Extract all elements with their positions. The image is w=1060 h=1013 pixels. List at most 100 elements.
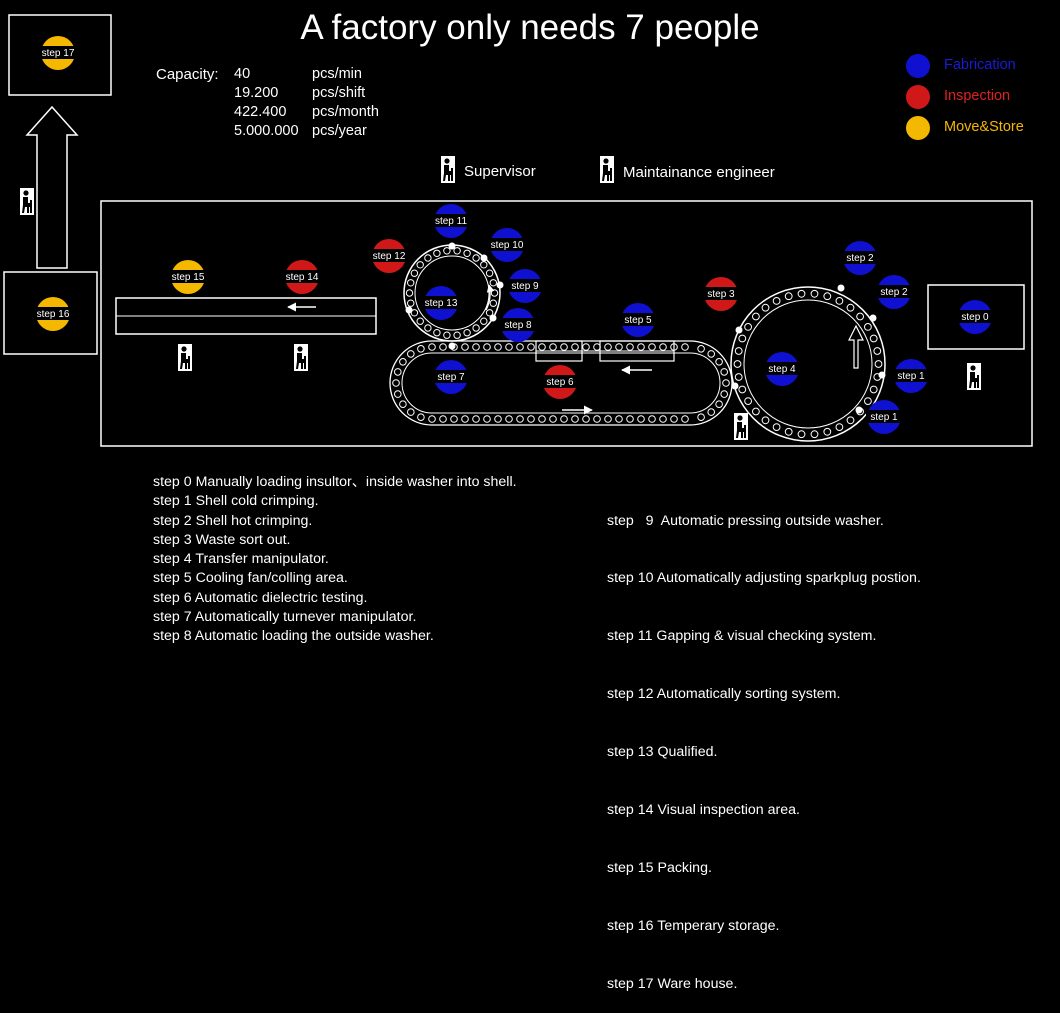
- conveyor-hole: [549, 415, 557, 423]
- conveyor-hole: [407, 350, 415, 358]
- conveyor-hole: [560, 415, 568, 423]
- supervisor-label: Supervisor: [464, 163, 536, 180]
- step-description: step 10 Automatically adjusting sparkplu…: [607, 570, 921, 587]
- conveyor-hole: [571, 343, 579, 351]
- step-2-badge: step 2: [876, 275, 912, 309]
- step-label: step 2: [880, 287, 908, 298]
- conveyor-hole: [626, 343, 634, 351]
- step-description: step 14 Visual inspection area.: [607, 802, 800, 819]
- conveyor-hole: [637, 415, 645, 423]
- conveyor-hole: [443, 331, 451, 339]
- step-1-badge: step 1: [866, 400, 902, 434]
- step-label: step 3: [707, 289, 735, 300]
- conveyor-hole: [823, 427, 832, 436]
- step-label: step 13: [425, 298, 458, 309]
- conveyor-hole: [761, 416, 770, 425]
- step-15-badge: step 15: [170, 260, 206, 294]
- conveyor-hole: [527, 343, 535, 351]
- step-descriptions-left: step 0 Manually loading insultor、inside …: [153, 473, 517, 647]
- step-label: step 9: [511, 281, 539, 292]
- conveyor-hole: [538, 415, 546, 423]
- conveyor-hole: [707, 350, 716, 358]
- worker-icon: [178, 344, 192, 371]
- conveyor-hole: [410, 309, 419, 317]
- step-10-badge: step 10: [489, 228, 525, 262]
- step-descriptions-right: step 9 Automatic pressing outside washer…: [607, 473, 921, 1013]
- legend-move-store-label: Move&Store: [944, 119, 1024, 135]
- conveyor-hole: [797, 289, 806, 298]
- capacity-value: 40: [234, 66, 251, 82]
- conveyor-hole: [394, 368, 402, 376]
- legend-fabrication-label: Fabrication: [944, 57, 1016, 73]
- conveyor-hole: [784, 427, 793, 436]
- capacity-label: Capacity:: [156, 66, 219, 83]
- conveyor-hole: [784, 292, 793, 301]
- conveyor-hole: [428, 415, 436, 423]
- conveyor-hole: [864, 323, 872, 331]
- conveyor-hole: [439, 343, 447, 351]
- step-3-badge: step 3: [703, 277, 739, 311]
- conveyor-hole: [494, 343, 502, 351]
- step-6-badge: step 6: [542, 365, 578, 399]
- step-description: step 4 Transfer manipulator.: [153, 551, 329, 568]
- conveyor-hole: [424, 254, 432, 262]
- conveyor-hole: [707, 408, 716, 416]
- conveyor-hole: [772, 423, 781, 432]
- conveyor-hole: [407, 299, 415, 307]
- step-description: step 0 Manually loading insultor、inside …: [153, 474, 517, 490]
- conveyor-hole: [856, 312, 864, 321]
- conveyor-hole: [593, 343, 601, 351]
- page-title: A factory only needs 7 people: [300, 8, 760, 47]
- up-arrow-icon: [25, 105, 79, 269]
- capacity-value: 422.400: [234, 104, 287, 120]
- worker-icon: [294, 344, 308, 371]
- capacity-value: 19.200: [234, 85, 279, 101]
- step-label: step 4: [768, 364, 796, 375]
- conveyor-hole: [752, 407, 760, 416]
- conveyor-hole: [582, 343, 590, 351]
- step-description: step 5 Cooling fan/colling area.: [153, 570, 348, 587]
- legend-inspection-label: Inspection: [944, 88, 1011, 104]
- temp-storage-box: [3, 271, 98, 355]
- conveyor-hole: [489, 299, 497, 307]
- conveyor-hole: [734, 347, 743, 355]
- step-label: step 2: [846, 253, 874, 264]
- conveyor-hole: [744, 323, 752, 331]
- conveyor-hole: [417, 345, 425, 353]
- conveyor-hole: [615, 343, 623, 351]
- legend-fabrication-dot: [906, 54, 930, 78]
- step-11-badge: step 11: [433, 204, 469, 238]
- conveyor-hole: [549, 343, 557, 351]
- step-7-badge: step 7: [433, 360, 469, 394]
- conveyor-hole: [744, 397, 752, 406]
- conveyor-hole: [670, 343, 678, 351]
- step-14-badge: step 14: [284, 260, 320, 294]
- conveyor-hole: [810, 430, 819, 439]
- conveyor-hole: [864, 397, 872, 406]
- conveyor-hole: [835, 423, 844, 432]
- conveyor-hole: [772, 297, 781, 305]
- conveyor-hole: [681, 343, 689, 351]
- conveyor-hole: [490, 289, 499, 297]
- step-description: step 2 Shell hot crimping.: [153, 512, 313, 529]
- oval-conveyor: [389, 340, 733, 426]
- conveyor-hole: [453, 331, 461, 339]
- conveyor-hole: [505, 343, 513, 351]
- step-0-badge: step 0: [957, 300, 993, 334]
- conveyor-hole: [516, 343, 524, 351]
- conveyor-hole: [407, 279, 415, 287]
- step-label: step 11: [435, 216, 467, 227]
- conveyor-hole: [733, 360, 742, 368]
- step-5-badge: step 5: [620, 303, 656, 337]
- conveyor-hole: [428, 343, 436, 351]
- conveyor-hole: [738, 334, 747, 343]
- conveyor-hole: [483, 343, 491, 351]
- conveyor-hole: [810, 289, 819, 298]
- step-description: step 9 Automatic pressing outside washer…: [607, 512, 884, 529]
- conveyor-hole: [416, 317, 424, 325]
- loading-station-box: [927, 284, 1025, 350]
- step-16-badge: step 16: [35, 297, 71, 331]
- conveyor-hole: [593, 415, 601, 423]
- warehouse-box: [8, 14, 112, 96]
- legend-move-store-dot: [906, 116, 930, 140]
